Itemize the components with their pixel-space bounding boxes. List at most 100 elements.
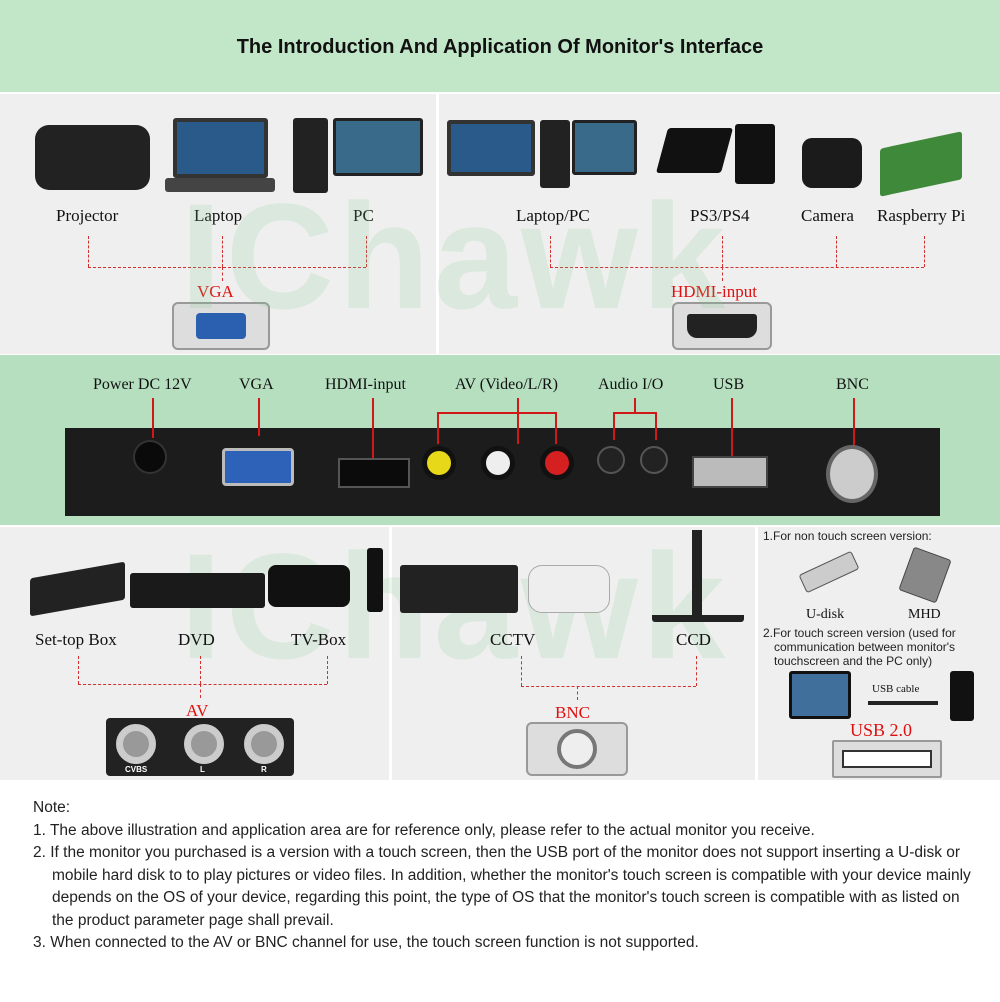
pointer-line [853,398,855,458]
bnc-port-icon [526,722,628,776]
device-label: CCTV [490,630,536,649]
device-label: CCD [676,630,711,649]
note-item: 2. If the monitor you purchased is a ver… [33,844,971,929]
pc-tower-image [950,671,974,721]
connector-line [222,267,223,281]
cctv-camera-image [528,565,610,613]
note-item: 1. The above illustration and applicatio… [33,821,815,839]
pointer-line [152,398,154,438]
notes-heading: Note: [33,799,71,816]
connector-line [550,236,551,267]
pc-tower-image [540,120,570,188]
vga-port [222,448,294,486]
connector-line [550,267,924,268]
page-title: The Introduction And Application Of Moni… [236,36,764,58]
watermark: IChawk [180,172,730,340]
dvr-image [400,565,518,613]
av-video-jack [422,446,456,480]
connector-line [366,236,367,267]
l-jack [184,724,224,764]
usb-port-label: USB 2.0 [850,720,913,740]
vga-port-icon [172,302,270,350]
pc-tower-image [293,118,328,193]
connector-line [222,236,223,267]
connector-line [521,686,696,687]
device-label: Laptop/PC [516,206,590,225]
port-label-bnc: BNC [836,376,869,393]
port-label-hdmi: HDMI-input [325,376,406,393]
device-label: Projector [56,206,119,225]
pointer-line [613,412,615,440]
header-band [0,0,1000,92]
port-label-av: AV (Video/L/R) [455,376,558,393]
laptop-image [447,120,535,176]
bnc-port [826,445,878,503]
device-label: DVD [178,630,215,649]
port-label-power: Power DC 12V [93,376,192,393]
connector-line [521,656,522,686]
touch-heading: 2.For touch screen version (used for com… [763,626,956,668]
connector-line [88,236,89,267]
laptop-image [173,118,268,178]
notes-section: Note: 1. The above illustration and appl… [33,797,973,955]
note-item: 3. When connected to the AV or BNC chann… [33,934,699,951]
connector-line [722,236,723,267]
hdmi-port-label: HDMI-input [671,282,757,301]
av-right-jack [540,446,574,480]
power-jack [133,440,167,474]
connector-line [836,236,837,267]
ps4-image [735,124,775,184]
hdmi-port [338,458,410,488]
pointer-line [555,412,557,444]
audio-jack [597,446,625,474]
pc-monitor-image [333,118,423,176]
connector-line [200,684,201,698]
connector-line [88,267,366,268]
device-label: Laptop [194,206,243,225]
connector-line [577,686,578,700]
pointer-line [634,398,636,413]
non-touch-heading: 1.For non touch screen version: [763,529,932,543]
port-label-usb: USB [713,376,745,393]
camera-image [802,138,862,188]
usb-cable-image [868,701,938,705]
pointer-line [372,398,374,460]
connector-line [200,656,201,684]
pointer-line [437,412,439,444]
projector-image [35,125,150,190]
port-label-vga: VGA [239,376,274,393]
connector-line [924,236,925,267]
av-port-label: AV [186,701,209,720]
u-disk-label: U-disk [806,607,845,622]
bnc-port-label: BNC [555,703,590,722]
ps3-image [655,128,734,173]
connector-line [327,656,328,684]
laptop-base [165,178,275,192]
mhd-label: MHD [908,607,941,622]
av-left-jack [481,446,515,480]
device-label: Set-top Box [35,630,117,649]
touch-monitor-image [789,671,851,719]
connector-line [696,656,697,686]
audio-jack [640,446,668,474]
device-label: TV-Box [291,630,347,649]
device-label: PC [353,206,374,225]
vga-port-label: VGA [197,282,234,301]
pointer-line [731,398,733,456]
pointer-line [655,412,657,440]
pointer-line [258,398,260,436]
cvbs-jack [116,724,156,764]
usb-port-icon [832,740,942,778]
tv-box-image [268,565,350,607]
hdmi-port-icon [672,302,772,350]
device-label: PS3/PS4 [690,206,750,225]
r-jack [244,724,284,764]
ccd-microscope-image [652,530,744,622]
pointer-line [517,398,519,413]
connector-line [722,267,723,281]
jack-label: L [200,765,205,774]
connector-line [78,656,79,684]
device-label: Camera [801,206,854,225]
pointer-line [613,412,657,414]
jack-label: CVBS [125,765,148,774]
